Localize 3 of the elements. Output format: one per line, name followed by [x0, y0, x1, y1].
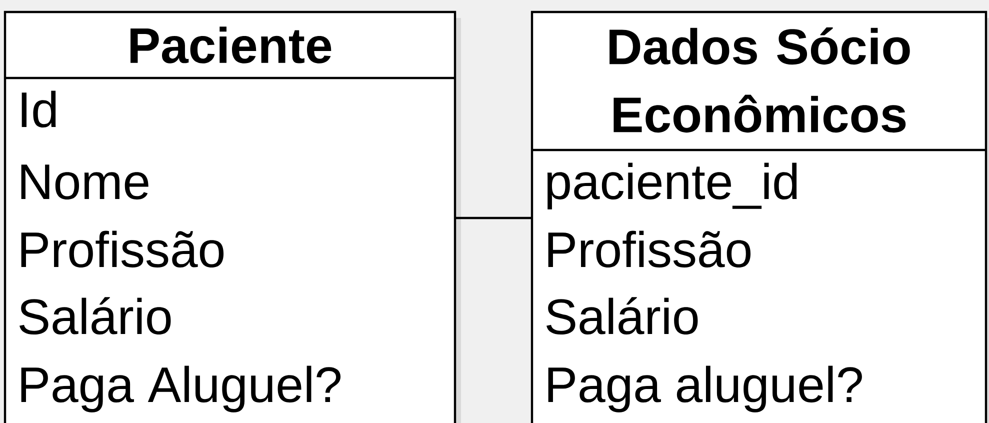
table-box: Paciente Id Nome Profissão Salário Paga Aluguel? [4, 10, 461, 423]
connector-line [455, 216, 532, 220]
table-box: Dados Sócio Econômicos paciente_id Profissão Salário Paga aluguel? [530, 10, 989, 423]
